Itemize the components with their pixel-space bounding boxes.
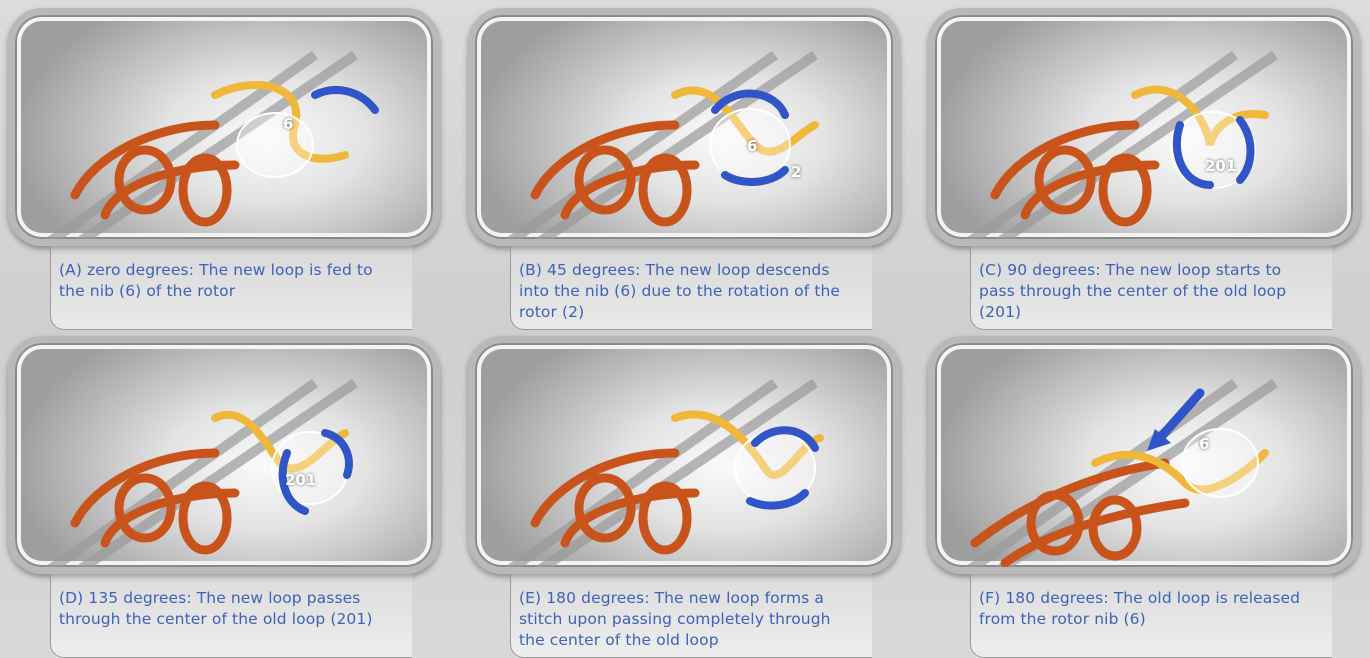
- caption-box: (B) 45 degrees: The new loop descends in…: [510, 246, 872, 330]
- caption-text: (A) zero degrees: The new loop is fed to…: [59, 260, 389, 302]
- panel-c: 201 (C) 90 degrees: The new loop starts …: [928, 8, 1362, 330]
- part-label: 6: [283, 115, 293, 133]
- caption-text: (C) 90 degrees: The new loop starts to p…: [979, 260, 1309, 323]
- panel-a-illustration: 6: [8, 8, 440, 246]
- panel-f-illustration: 6: [928, 336, 1360, 574]
- knitting-illustration: [15, 343, 440, 574]
- panel-c-illustration: 201: [928, 8, 1360, 246]
- caption-text: (D) 135 degrees: The new loop passes thr…: [59, 588, 389, 630]
- rotor: [237, 113, 313, 177]
- knitting-illustration: [475, 343, 900, 574]
- rotor: [1182, 429, 1258, 497]
- part-label: 6: [747, 137, 757, 155]
- caption-box: (A) zero degrees: The new loop is fed to…: [50, 246, 412, 330]
- panel-e: (E) 180 degrees: The new loop forms a st…: [468, 336, 902, 658]
- caption-text: (E) 180 degrees: The new loop forms a st…: [519, 588, 849, 651]
- caption-text: (F) 180 degrees: The old loop is release…: [979, 588, 1309, 630]
- panel-e-illustration: [468, 336, 900, 574]
- panel-b: 6 2 (B) 45 degrees: The new loop descend…: [468, 8, 902, 330]
- knitting-illustration: [15, 15, 440, 246]
- part-label: 2: [791, 163, 801, 181]
- part-label: 201: [1205, 157, 1236, 175]
- panel-f: 6 (F) 180 degrees: The old loop is relea…: [928, 336, 1362, 658]
- panel-a: 6 (A) zero degrees: The new loop is fed …: [8, 8, 442, 330]
- knitting-illustration: [935, 343, 1360, 574]
- part-label: 201: [285, 471, 316, 489]
- caption-box: (F) 180 degrees: The old loop is release…: [970, 574, 1332, 658]
- knitting-illustration: [475, 15, 900, 246]
- caption-text: (B) 45 degrees: The new loop descends in…: [519, 260, 849, 323]
- panel-d: 201 (D) 135 degrees: The new loop passes…: [8, 336, 442, 658]
- panel-d-illustration: 201: [8, 336, 440, 574]
- caption-box: (E) 180 degrees: The new loop forms a st…: [510, 574, 872, 658]
- caption-box: (C) 90 degrees: The new loop starts to p…: [970, 246, 1332, 330]
- knitting-illustration: [935, 15, 1360, 246]
- panel-b-illustration: 6 2: [468, 8, 900, 246]
- part-label: 6: [1199, 435, 1209, 453]
- caption-box: (D) 135 degrees: The new loop passes thr…: [50, 574, 412, 658]
- rotation-arrow: [315, 90, 375, 110]
